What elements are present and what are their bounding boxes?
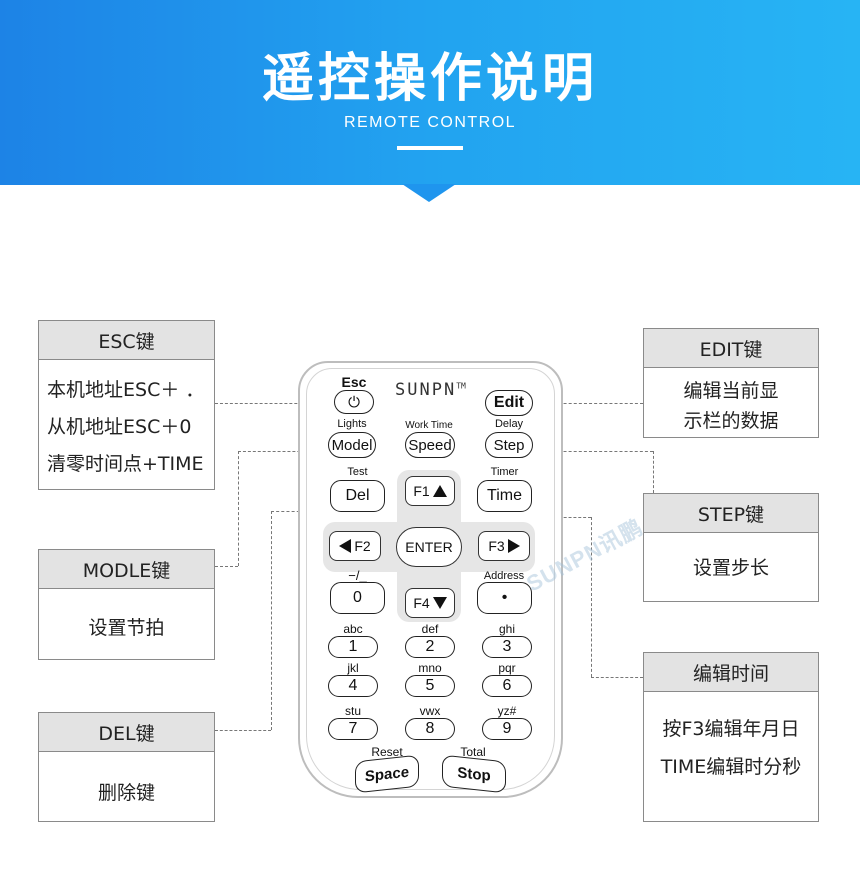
key-8-sublabel: vwx — [419, 704, 441, 718]
modle-callout: MODLE键 设置节拍 — [38, 549, 215, 660]
del-callout: DEL键 删除键 — [38, 712, 215, 822]
arrow-left-icon — [339, 539, 352, 553]
connector-modle-v — [238, 451, 239, 566]
esc-line-2: 从机地址ESC＋0 — [47, 416, 192, 438]
edit-line-1: 编辑当前显 — [683, 380, 779, 402]
f3-button[interactable]: F3 — [478, 531, 530, 561]
time-callout: 编辑时间 按F3编辑年月日 TIME编辑时分秒 — [643, 652, 819, 822]
connector-esc — [215, 403, 332, 404]
timer-label: Timer — [490, 466, 519, 478]
esc-callout: ESC键 本机地址ESC＋ ． 从机地址ESC＋0 清零时间点+TIME — [38, 320, 215, 490]
time-line-2: TIME编辑时分秒 — [660, 756, 802, 778]
arrow-down-icon — [432, 597, 447, 609]
key-1-button[interactable]: 1 — [328, 636, 378, 658]
address-label: Address — [483, 570, 525, 582]
edit-callout-title: EDIT键 — [644, 329, 818, 368]
title-underline — [397, 146, 463, 150]
key-7-button[interactable]: 7 — [328, 718, 378, 740]
test-label: Test — [347, 466, 368, 478]
f4-button[interactable]: F4 — [405, 588, 455, 618]
space-button[interactable]: Space — [355, 754, 419, 794]
step-line-1: 设置步长 — [692, 557, 769, 579]
key-5-button[interactable]: 5 — [405, 675, 455, 697]
page-title: 遥控操作说明 — [261, 49, 598, 109]
power-icon: ⏻ — [348, 393, 360, 411]
connector-modle-h2 — [215, 566, 238, 567]
esc-line-3: 清零时间点+TIME — [47, 453, 204, 475]
delay-label: Delay — [494, 418, 524, 430]
connector-edit — [533, 403, 643, 404]
del-button[interactable]: Del — [330, 480, 385, 512]
stop-button[interactable]: Stop — [442, 754, 506, 794]
enter-button[interactable]: ENTER — [396, 527, 462, 567]
del-callout-title: DEL键 — [39, 713, 214, 752]
key-8-button[interactable]: 8 — [405, 718, 455, 740]
edit-button[interactable]: Edit — [485, 390, 533, 416]
connector-time-v — [591, 517, 592, 677]
worktime-label: Work Time — [405, 420, 453, 431]
connector-del-v — [271, 511, 272, 730]
arrow-up-icon — [432, 485, 447, 497]
key-3-sublabel: ghi — [498, 622, 515, 636]
arrow-right-icon — [507, 539, 520, 553]
key-3-button[interactable]: 3 — [482, 636, 532, 658]
lights-label: Lights — [337, 418, 367, 430]
esc-line-1: 本机地址ESC＋ ． — [47, 379, 205, 401]
connector-modle-h1 — [238, 451, 330, 452]
key-9-sublabel: yz# — [497, 704, 517, 718]
key-4-sublabel: jkl — [347, 661, 359, 675]
total-label: Total — [460, 745, 486, 759]
dot-button[interactable]: • — [477, 582, 532, 614]
banner-pointer — [402, 184, 456, 202]
step-callout-title: STEP键 — [644, 494, 818, 533]
speed-button[interactable]: Speed — [405, 432, 455, 458]
model-button[interactable]: Model — [328, 432, 376, 458]
edit-callout: EDIT键 编辑当前显 示栏的数据 — [643, 328, 819, 438]
connector-time-h2 — [591, 677, 643, 678]
key-2-sublabel: def — [421, 622, 439, 636]
esc-button[interactable]: ⏻ — [334, 390, 374, 414]
connector-step-h — [533, 451, 653, 452]
key-1-sublabel: abc — [343, 622, 363, 636]
edit-line-2: 示栏的数据 — [683, 410, 779, 432]
time-button[interactable]: Time — [477, 480, 532, 512]
trademark-mark: TM — [456, 381, 466, 391]
step-callout: STEP键 设置步长 — [643, 493, 819, 602]
remote-inner-outline — [306, 368, 555, 790]
dash-label: −/_ — [348, 568, 367, 583]
f1-button[interactable]: F1 — [405, 476, 455, 506]
time-line-1: 按F3编辑年月日 — [662, 718, 800, 740]
key-2-button[interactable]: 2 — [405, 636, 455, 658]
remote-brand: SUNPNTM — [395, 380, 466, 400]
connector-del-h2 — [215, 730, 271, 731]
step-button[interactable]: Step — [485, 432, 533, 458]
page-subtitle: REMOTE CONTROL — [343, 114, 517, 131]
key-7-sublabel: stu — [344, 704, 361, 718]
esc-callout-title: ESC键 — [39, 321, 214, 360]
del-line-1: 删除键 — [97, 782, 155, 804]
header-banner — [0, 0, 860, 185]
key-6-button[interactable]: 6 — [482, 675, 532, 697]
connector-step-v — [653, 451, 654, 493]
f2-button[interactable]: F2 — [329, 531, 381, 561]
key-4-button[interactable]: 4 — [328, 675, 378, 697]
modle-line-1: 设置节拍 — [88, 617, 165, 639]
esc-label: Esc — [341, 374, 367, 390]
modle-callout-title: MODLE键 — [39, 550, 214, 589]
time-callout-title: 编辑时间 — [644, 653, 818, 692]
key-6-sublabel: pqr — [498, 661, 516, 675]
key-5-sublabel: mno — [418, 661, 442, 675]
reset-label: Reset — [371, 745, 403, 759]
key-9-button[interactable]: 9 — [482, 718, 532, 740]
zero-button[interactable]: 0 — [330, 582, 385, 614]
